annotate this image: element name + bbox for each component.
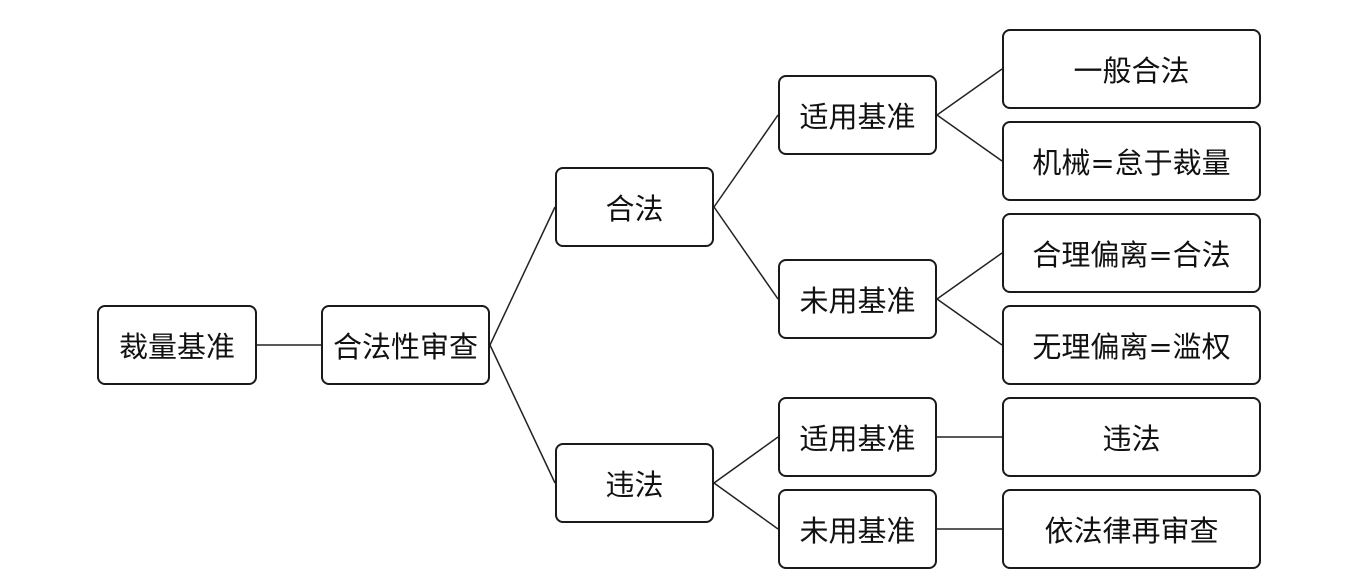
connector-legal-not-applied (713, 206, 779, 300)
node-outcome-illegal: 违法 (1002, 397, 1261, 477)
node-outcome-reasonable-deviation: 合理偏离=合法 (1002, 213, 1261, 293)
connector-review-illegal (489, 344, 556, 484)
connector-legal-not-applied-o2 (936, 298, 1003, 346)
node-legality-review: 合法性审查 (321, 305, 490, 385)
node-illegal-not-applied: 未用基准 (778, 489, 937, 569)
connector-legal-applied-o2 (936, 114, 1003, 162)
connector-review-legal (489, 206, 556, 346)
connector-legal-applied (713, 114, 779, 208)
node-root: 裁量基准 (97, 305, 257, 385)
node-legal: 合法 (555, 167, 714, 247)
node-illegal-applied: 适用基准 (778, 397, 937, 477)
node-outcome-re-review: 依法律再审查 (1002, 489, 1261, 569)
node-legal-applied: 适用基准 (778, 75, 937, 155)
node-outcome-unreasonable-deviation: 无理偏离=滥权 (1002, 305, 1261, 385)
node-outcome-generally-legal: 一般合法 (1002, 29, 1261, 109)
connector-illegal-not-applied (713, 482, 779, 530)
node-illegal: 违法 (555, 443, 714, 523)
connector-illegal-applied (713, 436, 779, 484)
node-outcome-mechanical: 机械=怠于裁量 (1002, 121, 1261, 201)
node-legal-not-applied: 未用基准 (778, 259, 937, 339)
connector-legal-applied-o1 (936, 68, 1003, 116)
connector-legal-not-applied-o1 (936, 252, 1003, 300)
